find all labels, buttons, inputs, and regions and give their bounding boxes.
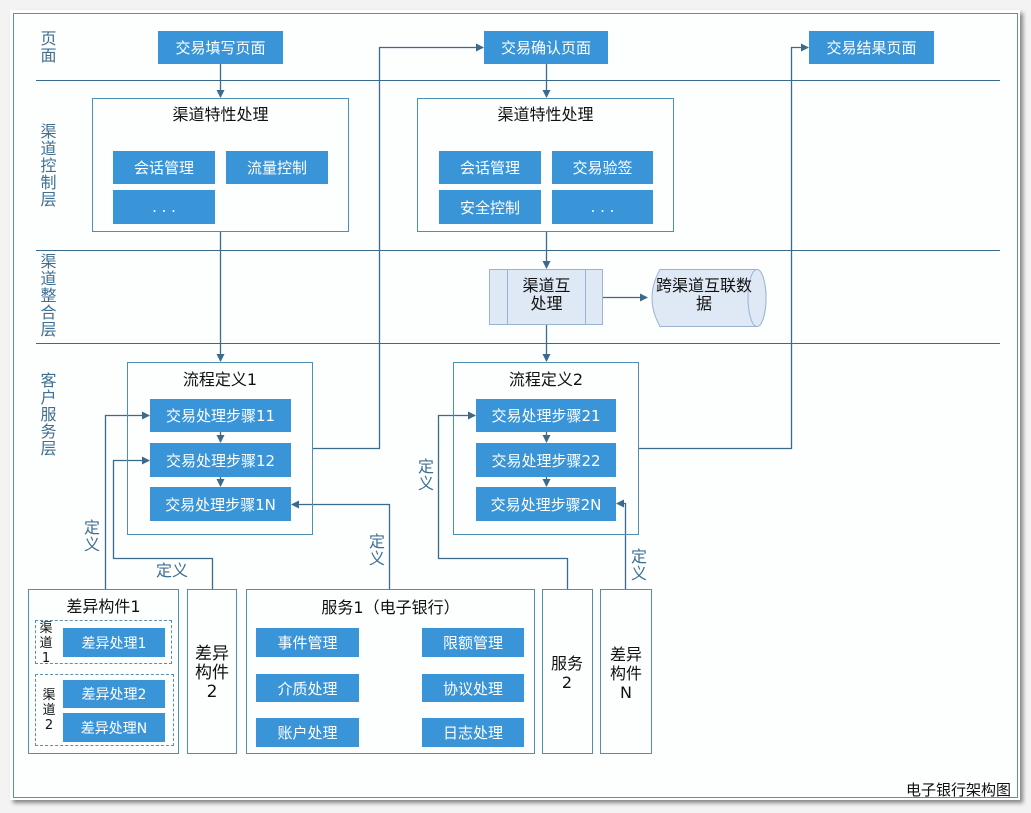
connector-flow1-to-confirm-page (313, 43, 484, 450)
connector-diff1-to-step11 (104, 411, 150, 589)
medium-processing: 介质处理 (256, 674, 359, 702)
page-transaction-result: 交易结果页面 (809, 31, 934, 64)
page-transaction-fill: 交易填写页面 (158, 31, 283, 64)
limit-management: 限额管理 (422, 628, 524, 657)
flow2-step-2n: 交易处理步骤2N (476, 487, 616, 521)
page-transaction-confirm: 交易确认页面 (484, 31, 608, 64)
more-items-1: . . . (113, 190, 215, 224)
diff-component-n-label: 差异构件N (609, 645, 642, 702)
flow-definition-2-title: 流程定义2 (508, 370, 584, 389)
diff-component-2-label: 差异构件2 (195, 644, 229, 702)
connector-service1-to-step1n (291, 500, 391, 589)
layer-label-customer-service: 客户服务层 (40, 371, 57, 458)
diff-component-2 (187, 589, 237, 754)
session-management-2: 会话管理 (439, 151, 541, 184)
flow1-step-11: 交易处理步骤11 (150, 399, 291, 432)
define-label-service1: 定义 (369, 532, 386, 568)
connector-flow2-to-result-page (639, 43, 809, 450)
account-processing: 账户处理 (256, 718, 359, 747)
define-label-diffn: 定义 (631, 547, 648, 583)
define-label-diff2: 定义 (155, 561, 188, 580)
diff-component-n (600, 589, 652, 754)
datastore-label: 跨渠道互联数据 (656, 276, 753, 313)
integration-process-shape (489, 269, 603, 325)
datastore-cylinder-shape (651, 269, 767, 327)
layer-label-channel-control: 渠道控制层 (40, 122, 57, 209)
service-2-label: 服务2 (550, 654, 583, 692)
diff-component-1-title: 差异构件1 (66, 597, 141, 616)
channel-feature-group-2-title: 渠道特性处理 (497, 105, 594, 124)
flow1-step-12: 交易处理步骤12 (150, 443, 291, 477)
outer-border (13, 13, 1018, 798)
channel-1-group (35, 620, 172, 664)
service-1 (246, 589, 535, 754)
flow2-step-21: 交易处理步骤21 (476, 399, 616, 432)
channel-feature-group-1-title: 渠道特性处理 (172, 105, 269, 124)
channel-feature-group-2 (417, 98, 674, 232)
service-2 (542, 589, 593, 754)
log-processing: 日志处理 (422, 718, 524, 747)
channel-1-label: 渠道1 (39, 621, 53, 666)
diff-process-1: 差异处理1 (63, 628, 165, 657)
flow2-step-22: 交易处理步骤22 (476, 443, 616, 477)
more-items-2: . . . (552, 190, 653, 224)
traffic-control: 流量控制 (226, 151, 328, 184)
diff-process-2: 差异处理2 (63, 680, 165, 708)
layer-label-channel-integration: 渠道整合层 (40, 252, 57, 339)
integration-process-label: 渠道互处理 (522, 276, 571, 313)
channel-2-group (35, 674, 174, 746)
agreement-processing: 协议处理 (422, 674, 524, 702)
layer-label-page: 页面 (40, 29, 57, 65)
connector-service2-to-step21 (437, 411, 569, 589)
flow1-step-1n: 交易处理步骤1N (150, 487, 291, 521)
define-label-service2: 定义 (418, 457, 435, 493)
transaction-signature-verify: 交易验签 (552, 151, 653, 184)
flow-definition-1-title: 流程定义1 (182, 370, 258, 389)
diagram-caption: 电子银行架构图 (905, 781, 1011, 799)
session-management-1: 会话管理 (113, 151, 215, 184)
flow-definition-1 (127, 362, 313, 535)
service-1-title: 服务1（电子银行） (321, 598, 460, 617)
channel-feature-group-1 (92, 98, 349, 232)
diff-process-n: 差异处理N (63, 713, 165, 742)
connector-diffn-to-step2n (616, 499, 627, 589)
connector-diff2-to-step12 (112, 456, 214, 589)
event-management: 事件管理 (256, 628, 359, 657)
define-label-diff1: 定义 (84, 518, 101, 554)
security-control: 安全控制 (439, 190, 541, 224)
channel-2-label: 渠道2 (42, 688, 56, 733)
flow-definition-2 (453, 362, 639, 535)
diff-component-1 (28, 589, 179, 754)
